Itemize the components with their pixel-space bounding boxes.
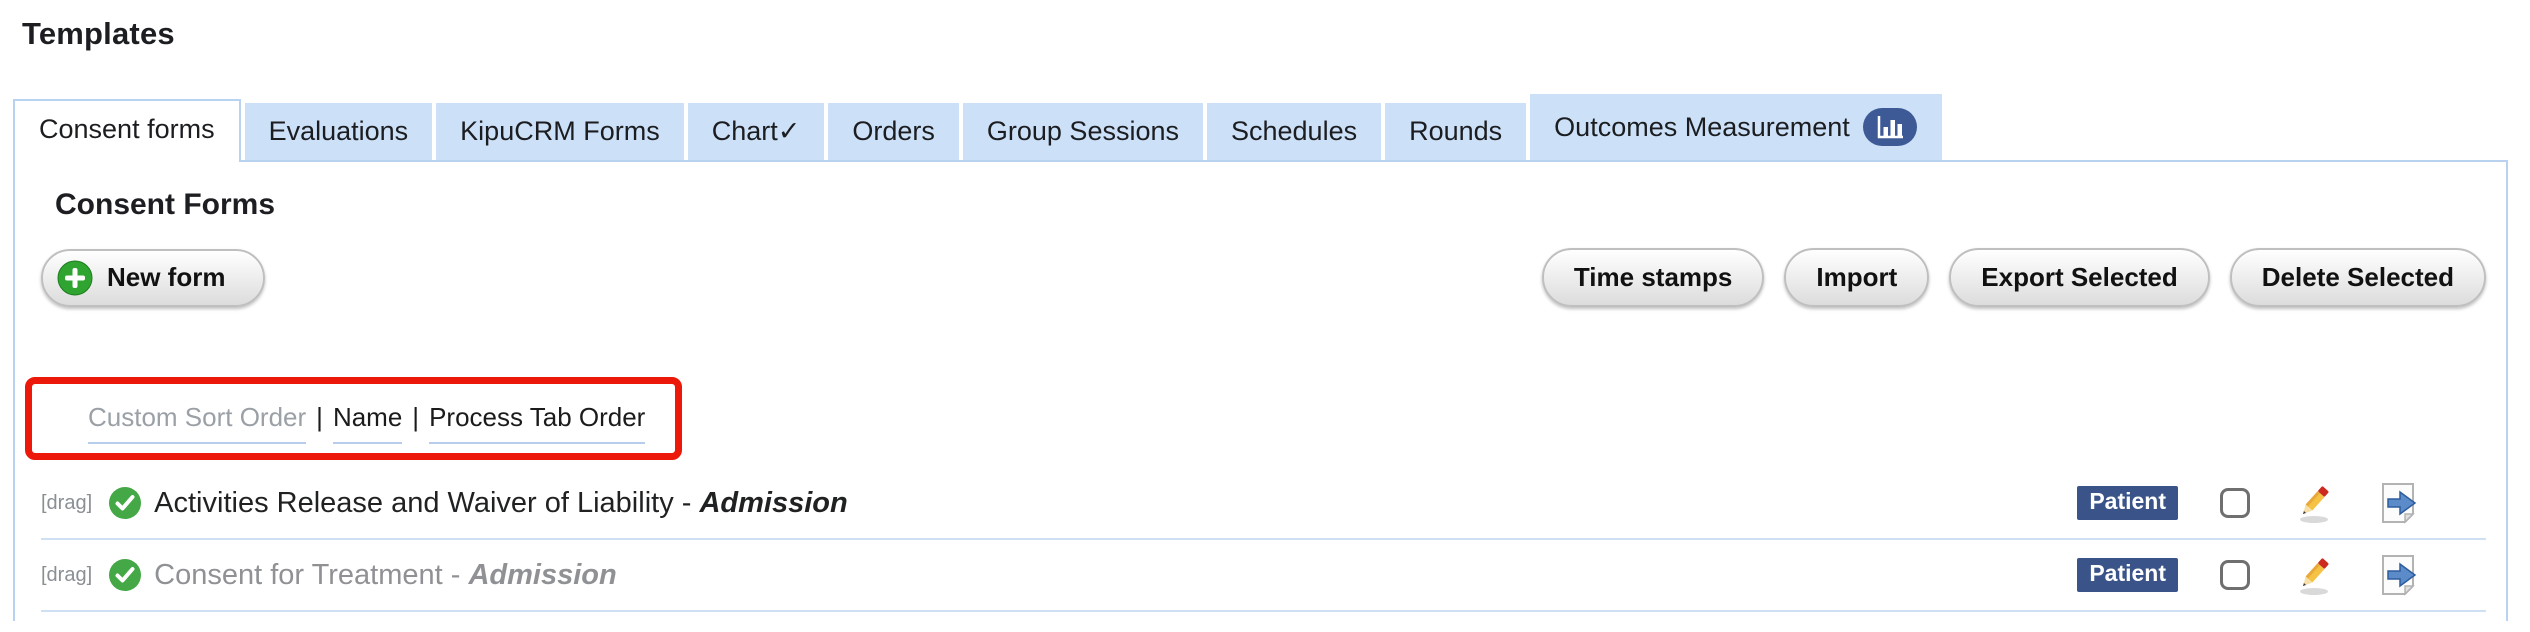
process-arrow-icon[interactable] <box>2376 481 2420 525</box>
row-checkbox[interactable] <box>2220 488 2250 518</box>
sort-option-custom-sort-order: Custom Sort Order <box>88 402 307 444</box>
new-form-button[interactable]: New form <box>41 248 266 307</box>
toolbar: New form Time stamps Import Export Selec… <box>41 248 2486 307</box>
export-selected-button[interactable]: Export Selected <box>1949 248 2210 307</box>
form-title-text: Activities Release and Waiver of Liabili… <box>154 486 700 519</box>
tab-label: Chart✓ <box>711 116 801 146</box>
edit-pencil-icon[interactable] <box>2292 554 2334 596</box>
sort-option-name[interactable]: Name <box>332 402 403 444</box>
form-list: [drag] Activities Release and Waiver of … <box>41 468 2486 612</box>
time-stamps-button[interactable]: Time stamps <box>1541 248 1765 307</box>
tab-chart[interactable]: Chart✓ <box>687 103 825 160</box>
tab-rounds[interactable]: Rounds <box>1385 103 1527 160</box>
new-form-label: New form <box>107 262 226 292</box>
tab-consent-forms[interactable]: Consent forms <box>13 99 241 162</box>
drag-handle[interactable]: [drag] <box>41 491 93 514</box>
patient-badge: Patient <box>2077 558 2178 592</box>
template-tabs: Consent forms Evaluations KipuCRM Forms … <box>13 94 2510 162</box>
green-check-icon <box>108 558 142 592</box>
tab-label: KipuCRM Forms <box>460 116 660 146</box>
form-title-suffix: Admission <box>468 558 617 591</box>
row-checkbox[interactable] <box>2220 560 2250 590</box>
form-title-link[interactable]: Activities Release and Waiver of Liabili… <box>154 487 848 520</box>
panel-heading: Consent Forms <box>55 188 276 221</box>
form-title-suffix: Admission <box>699 486 848 519</box>
sort-option-process-tab-order[interactable]: Process Tab Order <box>429 402 646 444</box>
tab-label: Group Sessions <box>986 116 1179 146</box>
tab-group-sessions[interactable]: Group Sessions <box>962 103 1203 160</box>
toolbar-right-group: Time stamps Import Export Selected Delet… <box>1541 248 2486 307</box>
page-title: Templates <box>22 16 175 51</box>
tab-kipucrm-forms[interactable]: KipuCRM Forms <box>436 103 684 160</box>
patient-badge: Patient <box>2077 486 2178 520</box>
tab-outcomes-measurement[interactable]: Outcomes Measurement <box>1530 94 1942 160</box>
delete-selected-button[interactable]: Delete Selected <box>2229 248 2486 307</box>
drag-handle[interactable]: [drag] <box>41 563 93 586</box>
edit-pencil-icon[interactable] <box>2292 482 2334 524</box>
green-check-icon <box>108 486 142 520</box>
tab-schedules[interactable]: Schedules <box>1207 103 1382 160</box>
tab-label: Schedules <box>1231 116 1358 146</box>
tab-label: Evaluations <box>268 116 409 146</box>
process-arrow-icon[interactable] <box>2376 553 2420 597</box>
form-title-link[interactable]: Consent for Treatment - Admission <box>154 559 617 592</box>
table-row: [drag] Activities Release and Waiver of … <box>41 468 2486 540</box>
tab-orders[interactable]: Orders <box>828 103 959 160</box>
plus-icon <box>57 260 93 296</box>
tab-label: Orders <box>852 116 935 146</box>
separator: | <box>316 402 323 432</box>
row-actions: Patient <box>2077 553 2486 597</box>
annotation-highlight-box: Custom Sort Order | Name | Process Tab Order <box>25 377 683 460</box>
row-actions: Patient <box>2077 481 2486 525</box>
tab-label: Rounds <box>1409 116 1503 146</box>
bar-chart-badge-icon <box>1862 107 1918 147</box>
tab-label: Consent forms <box>39 114 215 144</box>
import-button[interactable]: Import <box>1784 248 1930 307</box>
tab-evaluations[interactable]: Evaluations <box>244 103 433 160</box>
table-row: [drag] Consent for Treatment - Admission… <box>41 540 2486 612</box>
form-title-text: Consent for Treatment - <box>154 558 469 591</box>
consent-forms-panel: Consent Forms New form Time stamps Impor… <box>13 160 2508 621</box>
separator: | <box>412 402 420 432</box>
tab-label: Outcomes Measurement <box>1554 111 1850 142</box>
